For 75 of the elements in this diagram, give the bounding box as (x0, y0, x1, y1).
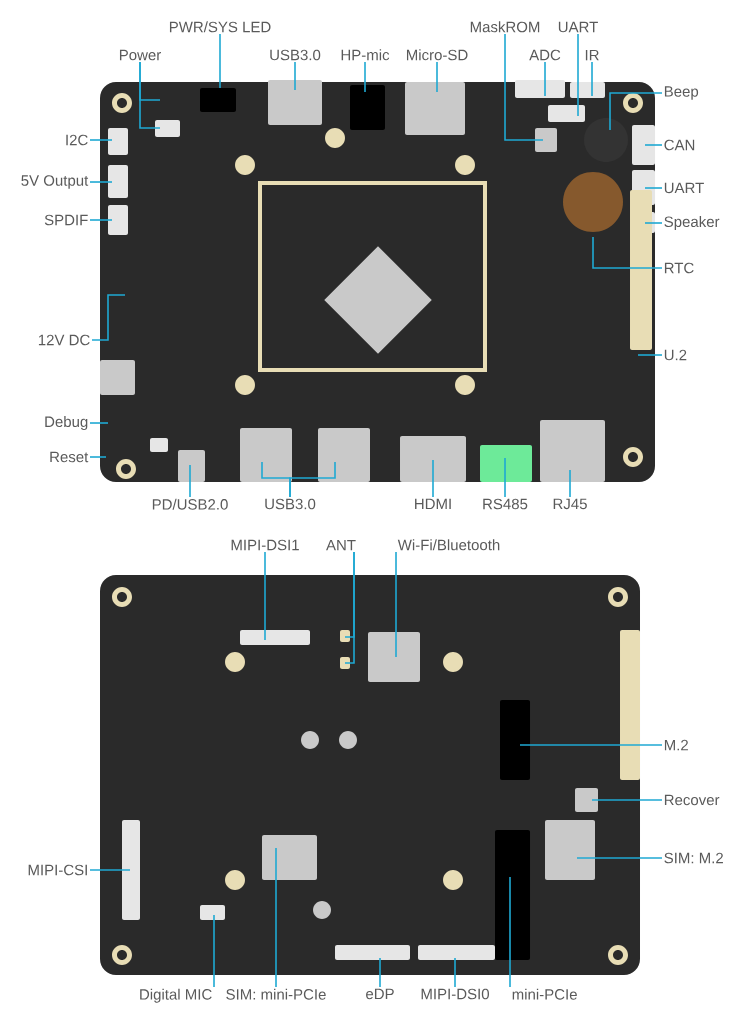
callout-label: MIPI-DSI0 (421, 988, 489, 1000)
leader-line (89, 869, 131, 871)
callout-label: Recover (664, 794, 720, 806)
callout-label: Beep (664, 86, 699, 100)
callout-label: RTC (664, 262, 694, 274)
leader-line (189, 464, 191, 498)
leader-line (275, 847, 277, 988)
callout-label: SIM: M.2 (664, 852, 723, 864)
leader-line (89, 139, 113, 141)
leader-line (544, 61, 546, 97)
leader-line (89, 456, 107, 458)
callout-label: mini-PCIe (512, 988, 577, 1000)
callout-label: Debug (45, 416, 88, 430)
leader-line (576, 857, 663, 859)
callout-label: MIPI-DSI1 (231, 539, 299, 551)
leader-line (289, 461, 336, 498)
leader-line (364, 61, 366, 93)
callout-label: MIPI-CSI (28, 864, 87, 876)
leader-line (644, 144, 663, 146)
leader-line (644, 187, 663, 189)
leader-line (637, 354, 663, 356)
callout-label: 5V Output (21, 175, 89, 189)
leader-line (519, 744, 663, 746)
leader-line (569, 469, 571, 498)
callout-label: Reset (50, 451, 89, 463)
leader-line (264, 551, 266, 641)
callout-label: Power (119, 49, 161, 61)
leader-line (504, 33, 544, 141)
callout-label: RS485 (483, 498, 528, 510)
callout-label: eDP (366, 988, 394, 1000)
callout-label: ANT (326, 540, 356, 551)
callout-label: U.2 (664, 349, 687, 361)
callout-label: HP-mic (341, 49, 390, 61)
callout-label: 12V DC (38, 334, 90, 346)
callout-label: PWR/SYS LED (169, 21, 271, 33)
callout-label: USB3.0 (265, 498, 316, 510)
leader-line (644, 222, 663, 224)
callout-label: CAN (664, 139, 695, 151)
callout-label: HDMI (415, 498, 451, 509)
leader-line (379, 957, 381, 988)
callout-label: Micro-SD (407, 49, 468, 61)
callout-label: MaskROM (470, 21, 540, 33)
leader-line (91, 294, 126, 341)
leader-line (592, 236, 663, 269)
callout-label: PD/USB2.0 (152, 498, 228, 510)
leader-line (591, 799, 663, 801)
callout-label: Digital MIC (140, 988, 212, 1003)
callout-label: USB3.0 (270, 49, 321, 61)
callout-label: SIM: mini-PCIe (226, 988, 326, 1000)
leader-line (344, 551, 355, 664)
callout-label: IR (585, 50, 599, 61)
leader-line (509, 876, 511, 988)
leader-line (577, 33, 579, 117)
leader-line (504, 457, 506, 498)
callout-label: Speaker (664, 216, 720, 230)
callout-label: Wi-Fi/Bluetooth (397, 539, 500, 551)
callout-label: M.2 (664, 739, 688, 751)
leader-line (591, 61, 593, 97)
leader-line (294, 61, 296, 91)
callout-label: I2C (66, 134, 88, 146)
leader-line (395, 551, 397, 658)
leader-line (219, 33, 221, 89)
callout-label: SPDIF (44, 214, 88, 226)
callout-label: UART (664, 182, 704, 194)
leader-line (89, 181, 113, 183)
callout-label: UART (558, 21, 598, 33)
leader-line (89, 219, 113, 221)
leader-line (454, 957, 456, 988)
callout-label: ADC (529, 49, 561, 61)
callout-label: RJ45 (553, 498, 587, 510)
leader-line (89, 422, 109, 424)
leader-line (432, 459, 434, 498)
leader-line (213, 914, 215, 988)
leader-line (436, 61, 438, 93)
leader-line (139, 61, 161, 129)
